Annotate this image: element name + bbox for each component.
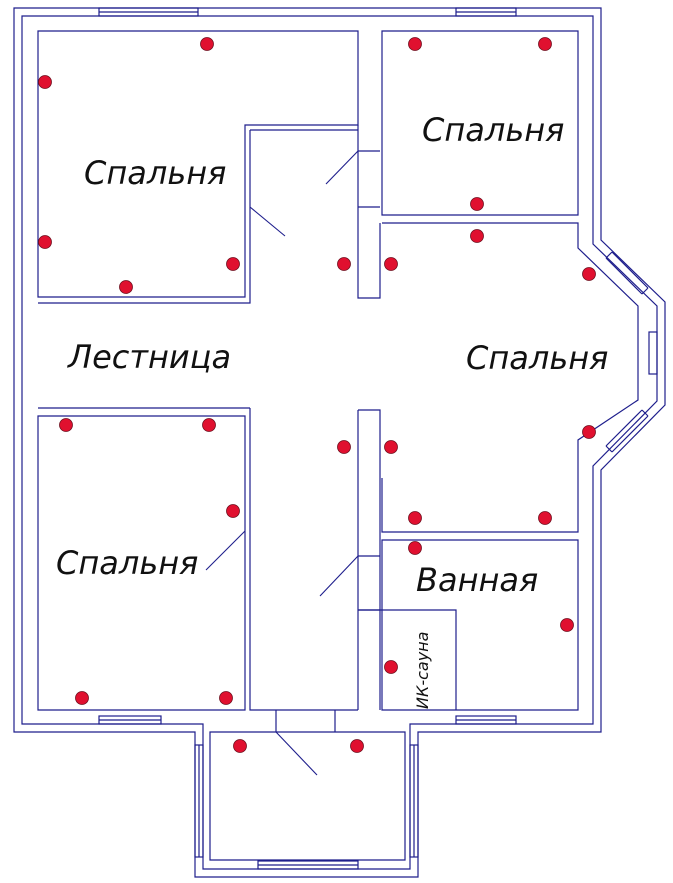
room-label-bathroom: Ванная [416, 561, 538, 599]
interior-walls [37, 30, 639, 861]
door-entrance [275, 731, 318, 776]
sensor-dot [226, 257, 240, 271]
sensor-dot [350, 739, 364, 753]
sensor-dot [384, 660, 398, 674]
door-bathroom [319, 555, 359, 597]
room-label-stairs: Лестница [67, 338, 231, 376]
sensor-dot [337, 440, 351, 454]
door-top-left-bedroom [249, 206, 286, 237]
outer-walls [13, 7, 666, 878]
sensor-dot [582, 425, 596, 439]
door-top-right-bedroom [325, 150, 359, 185]
window-bay-middle [648, 331, 658, 375]
room-label-bedroom-bottom-left: Спальня [56, 544, 198, 582]
sensor-dot [233, 739, 247, 753]
door-bottom-left-bedroom [205, 530, 246, 571]
sensor-dot [384, 440, 398, 454]
sensor-dot [408, 511, 422, 525]
doors [205, 150, 359, 776]
sensor-dot [582, 267, 596, 281]
sensor-dot [384, 257, 398, 271]
sensor-dot [337, 257, 351, 271]
sensor-dot [470, 229, 484, 243]
sensor-dot [226, 504, 240, 518]
sensor-dot [200, 37, 214, 51]
room-label-bedroom-top-left: Спальня [84, 154, 226, 192]
room-label-ir-sauna: ИК-сауна [413, 632, 432, 709]
sensor-dot [408, 37, 422, 51]
windows [98, 7, 658, 870]
room-labels: Спальня Спальня Спальня Лестница Спальня… [56, 111, 608, 709]
sensor-dot [408, 541, 422, 555]
sensor-dot [75, 691, 89, 705]
sensor-dot [59, 418, 73, 432]
sensor-dot [38, 75, 52, 89]
sensor-dot [202, 418, 216, 432]
sensor-dot [538, 37, 552, 51]
sensor-dot [560, 618, 574, 632]
sensor-dot [219, 691, 233, 705]
window-bay-lower [605, 409, 649, 453]
room-label-bedroom-top-right: Спальня [422, 111, 564, 149]
sensor-dot [470, 197, 484, 211]
window-bay-upper [605, 251, 649, 295]
sensor-dots [38, 37, 596, 753]
sensor-dot [38, 235, 52, 249]
sensor-dot [119, 280, 133, 294]
room-label-bedroom-middle-right: Спальня [466, 339, 608, 377]
sensor-dot [538, 511, 552, 525]
